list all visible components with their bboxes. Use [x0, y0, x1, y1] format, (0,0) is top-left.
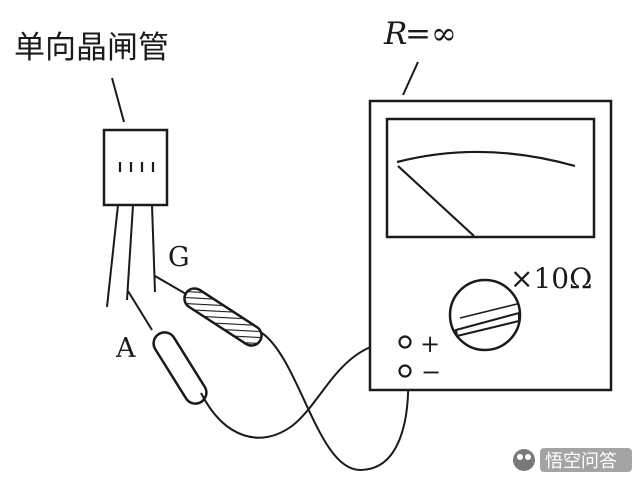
meter-scale-arc [396, 150, 576, 168]
device-label: 单向晶闸管 [14, 30, 169, 66]
watermark-icon [513, 449, 535, 471]
probe-black-handle [152, 331, 208, 405]
resistance-reading: R =∞ [383, 16, 457, 52]
watermark: 悟空问答 [513, 448, 632, 472]
thyristor-body [102, 128, 169, 207]
thyristor-marking [118, 162, 155, 172]
probe-black [127, 290, 208, 405]
range-knob-pointer [454, 311, 520, 338]
thyristor [102, 128, 169, 308]
range-knob [448, 278, 522, 352]
lead-cathode [106, 204, 119, 308]
jack-plus [398, 335, 412, 349]
probe-black-tip [127, 290, 153, 331]
meter-needle [397, 165, 475, 237]
range-label: ×10Ω [510, 262, 592, 295]
resistance-value: =∞ [405, 16, 457, 52]
probe-red [154, 275, 263, 347]
meter-display [385, 117, 596, 239]
lead-anode [126, 204, 134, 301]
plus-label: + [420, 330, 440, 358]
multimeter: ×10Ω + − [368, 99, 613, 392]
anode-label: A [115, 333, 136, 364]
probe-red-tip [154, 275, 187, 295]
resistance-symbol: R [383, 16, 407, 52]
gate-label: G [168, 242, 190, 273]
lead-gate [151, 204, 156, 293]
wire-anode-to-plus [200, 340, 401, 439]
wire-gate-to-minus [261, 332, 410, 472]
watermark-text: 悟空问答 [545, 451, 617, 472]
resistance-leader [402, 61, 419, 96]
minus-label: − [421, 358, 441, 386]
probe-red-handle [183, 287, 263, 347]
jack-minus [398, 364, 412, 378]
device-label-leader [111, 77, 125, 123]
